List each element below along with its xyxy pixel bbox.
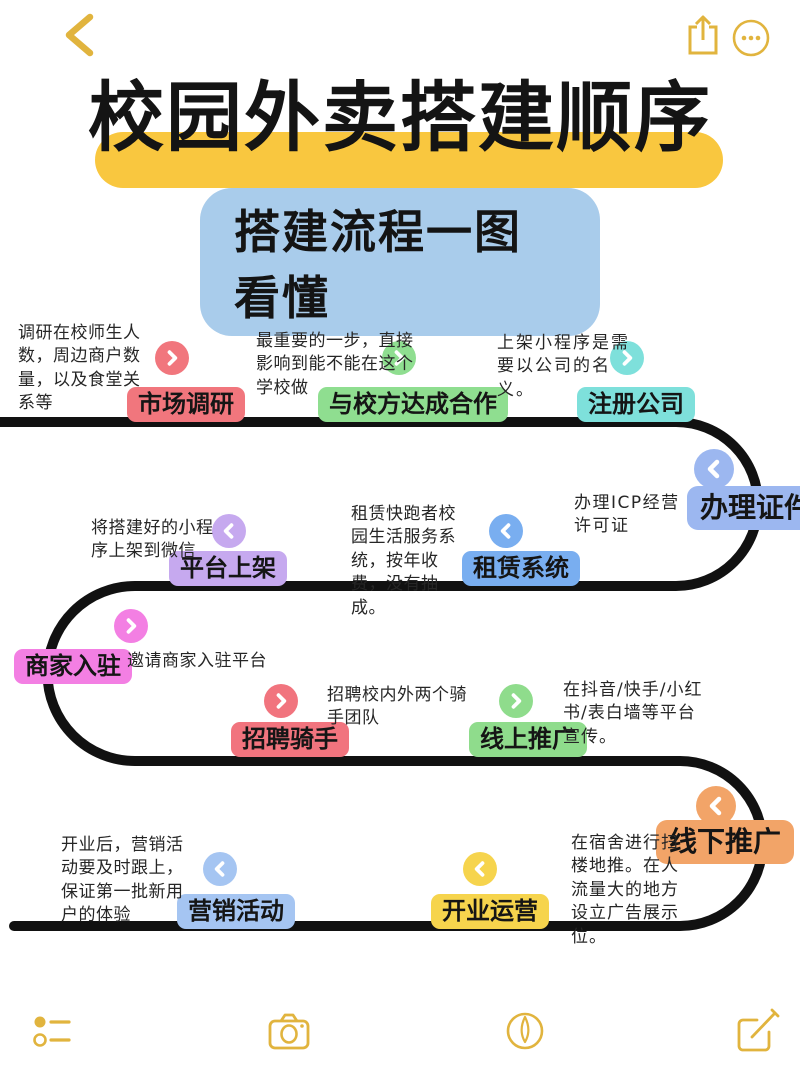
share-icon xyxy=(688,15,718,55)
opening-operation-chevron-icon xyxy=(463,852,497,886)
markup-button[interactable] xyxy=(502,1008,548,1054)
note-school-cooperation: 最重要的一步，直接影响到能不能在这个学校做 xyxy=(256,331,414,398)
recruit-riders-chevron-icon xyxy=(264,684,298,718)
note-lease-system: 租赁快跑者校园生活服务系统，按年收费，没有抽成。 xyxy=(351,504,456,618)
top-navbar xyxy=(0,0,800,70)
note-online-promotion: 在抖音/快手/小红书/表白墙等平台宣传。 xyxy=(563,680,703,747)
step-lease-system: 租赁系统 xyxy=(462,551,580,586)
lease-system-chevron-icon xyxy=(489,514,523,548)
chevron-left-icon xyxy=(474,861,485,877)
market-research-chevron-icon xyxy=(155,341,189,375)
step-recruit-riders: 招聘骑手 xyxy=(231,722,349,757)
page-title: 校园外卖搭建顺序 xyxy=(88,73,712,162)
chevron-right-icon xyxy=(276,693,287,709)
register-company-chevron-icon xyxy=(610,341,644,375)
chevron-right-icon xyxy=(622,350,633,366)
marketing-campaign-chevron-icon xyxy=(203,852,237,886)
note-offline-promotion: 在宿舍进行扫楼地推。在人流量大的地方设立广告展示位。 xyxy=(571,833,679,947)
step-opening-operation: 开业运营 xyxy=(431,894,549,929)
note-marketing-campaign: 开业后，营销活动要及时跟上，保证第一批新用户的体验 xyxy=(61,835,184,926)
step-get-licenses: 办理证件 xyxy=(687,486,800,530)
subtitle-pill: 搭建流程一图看懂 xyxy=(200,188,600,336)
platform-launch-chevron-icon xyxy=(212,514,246,548)
chevron-right-icon xyxy=(167,350,178,366)
ellipsis-circle-icon xyxy=(732,19,770,57)
chevron-left-icon xyxy=(65,13,94,57)
step-merchant-onboarding: 商家入驻 xyxy=(14,649,132,684)
note-platform-launch: 将搭建好的小程序上架到微信 xyxy=(91,518,214,562)
compose-button[interactable] xyxy=(735,1008,781,1054)
title-highlight xyxy=(95,132,723,188)
chevron-left-icon xyxy=(500,523,511,539)
merchant-onboarding-chevron-icon xyxy=(114,609,148,643)
chevron-right-icon xyxy=(394,350,405,366)
compose-icon xyxy=(737,1008,780,1052)
camera-icon xyxy=(268,1013,310,1050)
camera-button[interactable] xyxy=(266,1008,312,1054)
chevron-left-icon xyxy=(707,459,720,479)
note-merchant-onboarding: 邀请商家入驻平台 xyxy=(127,651,267,671)
step-school-cooperation: 与校方达成合作 xyxy=(318,387,508,422)
get-licenses-chevron-icon xyxy=(694,449,734,489)
note-market-research: 调研在校师生人数，周边商户数量，以及食堂关系等 xyxy=(18,323,141,414)
markup-pen-icon xyxy=(506,1012,544,1050)
step-marketing-campaign: 营销活动 xyxy=(177,894,295,929)
note-get-licenses: 办理ICP经营许可证 xyxy=(574,493,680,537)
more-options-button[interactable] xyxy=(731,18,771,58)
checklist-button[interactable] xyxy=(31,1008,77,1054)
share-button[interactable] xyxy=(686,14,720,56)
step-market-research: 市场调研 xyxy=(127,387,245,422)
step-offline-promotion: 线下推广 xyxy=(656,820,795,864)
chevron-right-icon xyxy=(511,693,522,709)
offline-promotion-chevron-icon xyxy=(696,786,736,826)
chevron-left-icon xyxy=(214,861,225,877)
step-online-promotion: 线上推广 xyxy=(469,722,587,757)
page-subtitle: 搭建流程一图看懂 xyxy=(234,205,522,325)
checklist-icon xyxy=(33,1016,71,1047)
chevron-left-icon xyxy=(223,523,234,539)
note-register-company: 上架小程序是需要以公司的名义。 xyxy=(497,333,630,400)
bottom-toolbar xyxy=(0,1000,800,1067)
chevron-left-icon xyxy=(709,796,722,816)
online-promotion-chevron-icon xyxy=(499,684,533,718)
back-button[interactable] xyxy=(58,12,100,58)
chevron-right-icon xyxy=(126,618,137,634)
school-cooperation-chevron-icon xyxy=(382,341,416,375)
note-recruit-riders: 招聘校内外两个骑手团队 xyxy=(327,685,467,729)
step-register-company: 注册公司 xyxy=(577,387,695,422)
step-platform-launch: 平台上架 xyxy=(169,551,287,586)
infographic-header: 校园外卖搭建顺序 xyxy=(0,73,800,188)
